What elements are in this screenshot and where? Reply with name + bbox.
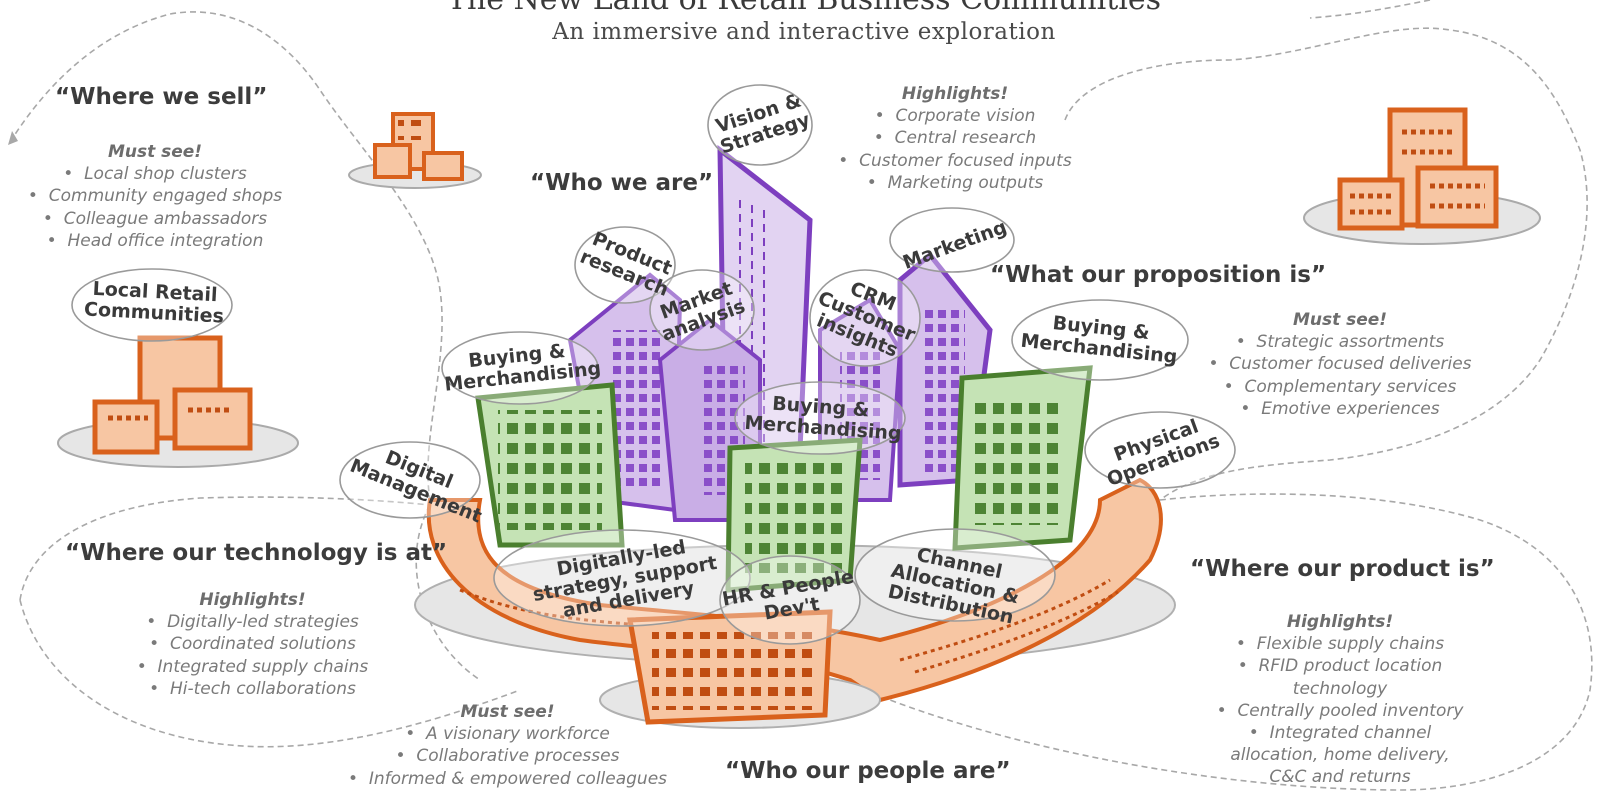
list-item: A visionary workforce [325,723,690,745]
bubble-outline-hr [719,555,861,645]
list-item: Customer focused deliveries [1190,353,1490,375]
where-we-sell-list: Must see! Local shop clusters Community … [10,141,300,252]
list-item: Emotive experiences [1190,398,1490,420]
technology-list: Highlights! Digitally-led strategies Coo… [110,589,395,700]
bubble-outline-bm-left [441,331,599,405]
bubble-outline-bm-center [734,381,906,455]
bubble-outline-bm-right [1011,299,1189,381]
list-item: Community engaged shops [10,185,300,207]
bubble-outline-crm [809,269,921,367]
list-item: Hi-tech collaborations [110,678,395,700]
bubble-outline-local-retail [71,268,233,342]
page-subtitle: An immersive and interactive exploration [552,19,1056,45]
list-item: Head office integration [10,230,300,252]
bubble-outline-channel [854,528,1056,622]
who-we-are-title: “Who we are” [530,170,714,196]
region-outline-where-we-sell [9,11,443,501]
bubble-outline-physical-ops [1084,411,1236,489]
list-item: Local shop clusters [10,163,300,185]
people-title: “Who our people are” [725,758,1011,784]
people-list: Must see! A visionary workforce Collabor… [325,701,690,790]
list-item: Complementary services [1190,376,1490,398]
arrow-head-icon [8,131,18,145]
product-title: “Where our product is” [1190,556,1495,582]
product-list: Highlights! Flexible supply chains RFID … [1190,611,1490,789]
region-outline-top-right [1309,0,1431,19]
bubble-local-retail[interactable]: Local Retail Communities [83,277,225,328]
bubble-outline-market-analysis [649,269,755,351]
building-cluster-small-icon [348,112,482,189]
technology-title: “Where our technology is at” [65,540,448,566]
bubble-outline-digital-mgmt [339,441,481,519]
product-heading: Highlights! [1286,612,1394,632]
list-item: Centrally pooled inventory [1190,700,1490,722]
region-outline-proposition [1064,27,1588,501]
list-item: Customer focused inputs [810,150,1100,172]
proposition-title: “What our proposition is” [990,262,1327,288]
building-cluster-right-icon [1303,107,1541,245]
list-item: Colleague ambassadors [10,208,300,230]
page-title: The New Land of Retail Business Communit… [0,0,1608,17]
bubble-outline-product-research [574,226,676,304]
list-item: Integrated supply chains [110,656,395,678]
bubble-outline-digital-strategy [493,529,751,627]
list-item: Marketing outputs [810,172,1100,194]
where-we-sell-heading: Must see! [107,142,203,162]
people-heading: Must see! [460,702,555,722]
proposition-heading: Must see! [1292,310,1388,330]
list-item: Digitally-led strategies [110,611,395,633]
who-we-are-heading: Highlights! [901,84,1009,104]
list-item: Coordinated solutions [110,633,395,655]
who-we-are-list: Highlights! Corporate vision Central res… [810,83,1100,194]
central-city-illustration [414,144,1176,729]
technology-heading: Highlights! [199,590,306,610]
list-item: Integrated channel allocation, home deli… [1190,722,1490,789]
building-cluster-left-icon [57,335,299,468]
where-we-sell-title: “Where we sell” [55,84,268,110]
list-item: Flexible supply chains [1190,633,1490,655]
list-item: Strategic assortments [1190,331,1490,353]
list-item: Corporate vision [810,105,1100,127]
list-item: Central research [810,127,1100,149]
proposition-list: Must see! Strategic assortments Customer… [1190,309,1490,420]
list-item: RFID product location technology [1190,655,1490,699]
bubble-outline-marketing [889,207,1015,273]
region-outline-product [889,493,1593,791]
list-item: Collaborative processes [325,745,690,767]
list-item: Informed & empowered colleagues [325,768,690,790]
